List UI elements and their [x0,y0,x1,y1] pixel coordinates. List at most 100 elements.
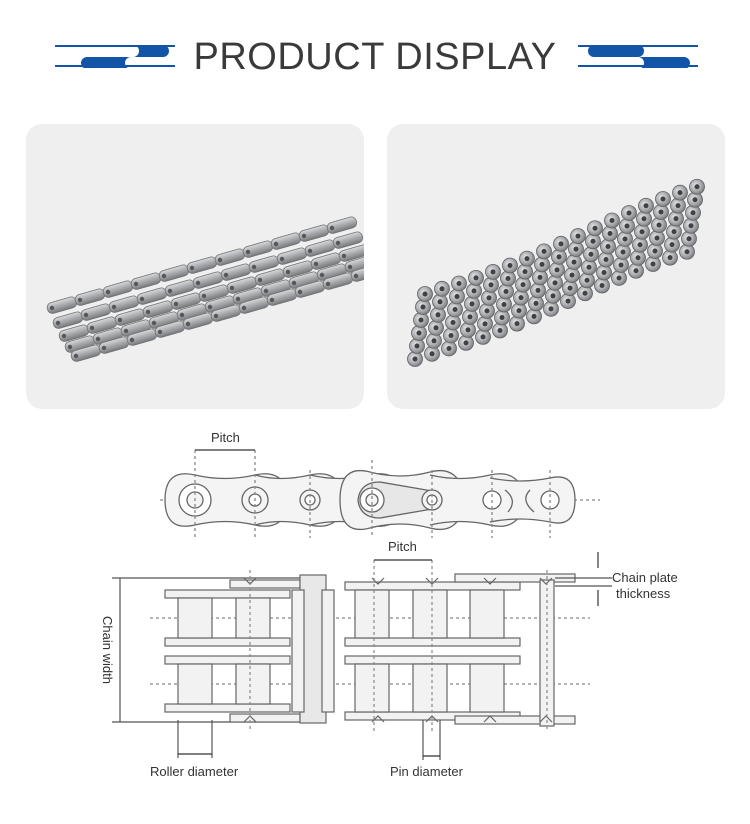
chain-link [108,295,140,313]
chain-roller [653,204,669,220]
chain-roller [413,312,429,328]
chain-link [186,256,218,274]
chain-roller [532,269,548,286]
chain-roller [587,220,603,237]
chain-roller [651,217,667,233]
chain-roller [449,288,465,305]
chain-roller [604,212,620,229]
chain-roller [411,325,427,341]
chain-roller [494,309,510,326]
chain-link [58,324,90,342]
chain-roller [464,295,480,312]
chain-roller [462,308,478,325]
chain-roller [581,259,597,276]
chain-roller [655,191,671,207]
chain-roller [547,274,563,291]
chain-roller [466,282,482,299]
chain-roller [428,319,444,336]
chain-rollers [407,178,705,367]
roller-chain-photo [387,124,725,409]
chain-roller [515,276,531,293]
chain-roller [526,308,542,325]
chain-roller [562,280,578,296]
hollow-pin-chain-photo [26,124,364,409]
chain-roller [519,250,535,267]
chain-roller [568,241,584,257]
chain-roller [430,306,446,323]
chain-roller [534,256,550,273]
chain-link [298,224,330,242]
chain-link [214,248,246,266]
chain-roller [496,296,512,313]
chain-roller [594,277,610,294]
roller-diameter-label: Roller diameter [150,764,239,779]
chain-roller [513,289,529,306]
chain-roller [415,299,431,315]
chain-roller [670,197,686,214]
chain-roller [545,287,561,304]
chain-roller [479,302,495,319]
chain-roller [647,243,663,259]
chain-roller [598,251,614,268]
side-view [160,449,600,538]
chain-roller [630,249,646,266]
chain-link [350,264,364,282]
chain-plate-label-line2: thickness [616,586,671,601]
chain-roller [617,231,633,247]
chain-roller [683,217,699,234]
chain-width-label: Chain width [100,616,115,684]
page-title: PRODUCT DISPLAY [193,36,557,78]
chain-roller [649,230,665,246]
chain-roller [417,286,433,302]
pitch-label-top: Pitch [211,430,240,445]
chain-roller [530,282,546,299]
chain-roller [434,280,450,297]
chain-roller [460,321,476,338]
chain-roller [458,334,474,351]
chain-roller [613,257,629,273]
chain-link [242,240,274,258]
chain-link [74,288,106,306]
chain-roller [407,351,423,367]
chain-roller [634,223,650,240]
chain-roller [511,302,527,319]
chain-link [238,296,270,314]
chain-roller [664,236,680,253]
chain-roller [468,269,484,286]
chain-roller [672,184,688,201]
chain-roller [528,295,544,312]
chain-roller [485,263,501,280]
chain-roller [666,223,682,240]
chain-roller [611,270,627,286]
chain-roller [679,243,695,260]
pitch-label-side: Pitch [388,539,417,554]
chain-roller [564,267,580,283]
chain-roller [577,285,593,302]
chain-link [338,244,364,262]
hollow-pin-chain-icon [46,216,364,362]
chain-roller [447,301,463,318]
chain-roller [424,345,440,362]
chain-roller [566,254,582,270]
top-view [112,552,612,760]
chain-link [270,232,302,250]
chain-roller [602,225,618,242]
pin-diameter-label: Pin diameter [390,764,464,779]
chain-roller [583,246,599,263]
chain-roller [621,205,637,221]
chain-roller [536,243,552,260]
left-wave-decoration-icon [55,45,175,68]
chain-roller [551,248,567,265]
chain-roller [636,210,652,227]
chain-roller [662,249,678,266]
chain-roller [619,218,635,234]
chain-roller [615,244,631,260]
chain-roller [689,178,705,195]
chain-roller [509,315,525,332]
chain-roller [517,263,533,280]
header: PRODUCT DISPLAY [0,0,750,110]
chain-roller [409,338,425,354]
chain-roller [553,235,569,252]
chain-roller [685,204,701,221]
chain-roller [628,262,644,279]
